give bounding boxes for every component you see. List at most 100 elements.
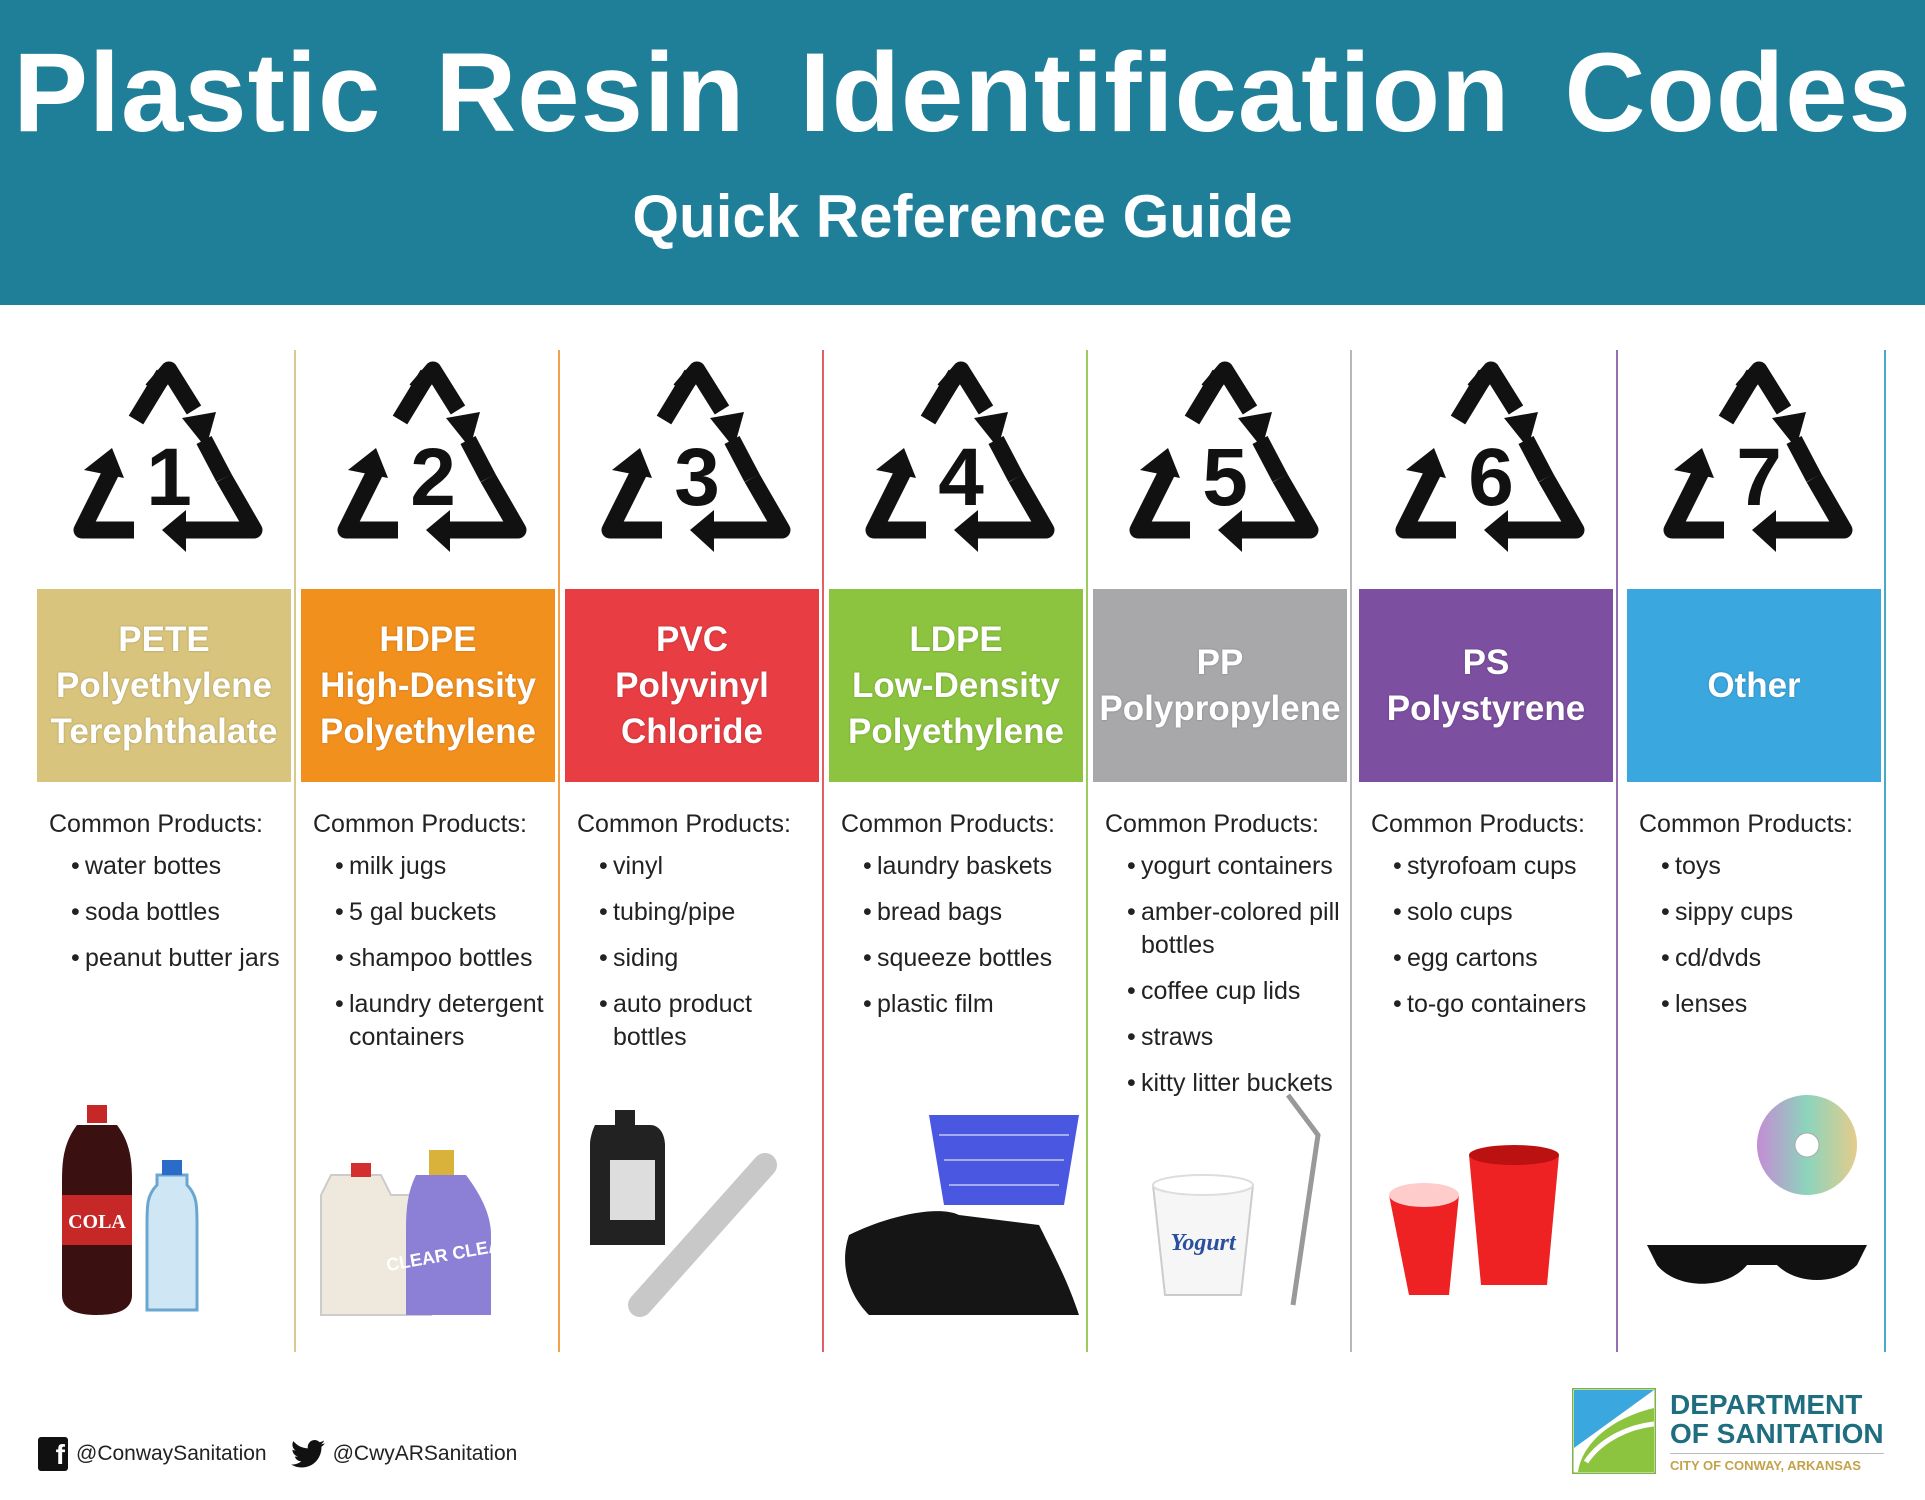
yogurt-label: Yogurt (1170, 1230, 1237, 1256)
product-item: laundry baskets (863, 850, 1088, 883)
product-item: straws (1127, 1021, 1352, 1054)
product-list: laundry baskets bread bags squeeze bottles… (863, 850, 1088, 1034)
facebook-icon[interactable]: f (38, 1437, 68, 1471)
product-item: shampoo bottles (335, 942, 560, 975)
resin-name-line: Polyethylene (848, 711, 1064, 751)
facebook-handle[interactable]: @ConwaySanitation (76, 1442, 267, 1465)
recycle-triangle-icon: 5 (1129, 361, 1319, 552)
product-item: soda bottles (71, 896, 296, 929)
sanitation-logo-mark (1572, 1388, 1656, 1474)
common-products-label: Common Products: (313, 810, 527, 838)
resin-abbreviation: PP (1196, 642, 1244, 682)
product-list: styrofoam cupssolo cupsegg cartonsto-go … (1393, 850, 1618, 1034)
cola-bottle-image: COLA (62, 1105, 199, 1315)
recycle-triangle-icon: 6 (1395, 361, 1585, 552)
product-item: kitty litter buckets (1127, 1067, 1352, 1100)
product-list: water bottes soda bottles peanut butter ja… (71, 850, 296, 988)
common-products-label: Common Products: (1105, 810, 1319, 838)
product-item: toys (1661, 850, 1886, 883)
product-item: laundry detergent containers (335, 988, 560, 1054)
resin-name-line: Polyethylene (320, 711, 536, 751)
product-item: peanut butter jars (71, 942, 296, 975)
recycle-triangle-icon: 4 (865, 361, 1055, 552)
product-item: bread bags (863, 896, 1088, 929)
common-products-label: Common Products: (841, 810, 1055, 838)
product-item: egg cartons (1393, 942, 1618, 975)
resin-column-5: 5 PP Polypropylene Common Products: yogur… (1093, 350, 1357, 1350)
resin-code-number: 2 (410, 432, 456, 523)
resin-code-number: 5 (1202, 432, 1248, 523)
product-item: milk jugs (335, 850, 560, 883)
common-products-label: Common Products: (577, 810, 791, 838)
twitter-icon[interactable] (290, 1439, 325, 1469)
org-name-line2: OF SANITATION (1670, 1417, 1884, 1449)
product-list: vinyltubing/pipesidingauto product bottl… (599, 850, 824, 1067)
recycle-triangle-icon: 1 (73, 361, 263, 552)
product-item: yogurt containers (1127, 850, 1352, 883)
product-item: vinyl (599, 850, 824, 883)
resin-name-line: High-Density (320, 665, 536, 705)
org-city: CITY OF CONWAY, ARKANSAS (1670, 1452, 1884, 1473)
product-item: lenses (1661, 988, 1886, 1021)
jug-detergent-image: CLEAR CLEAN (320, 1150, 515, 1316)
org-name-line1: DEPARTMENT (1670, 1388, 1863, 1420)
resin-name-line: Terephthalate (50, 711, 278, 751)
resin-abbreviation: PVC (656, 619, 728, 659)
product-item: sippy cups (1661, 896, 1886, 929)
resin-name-line: Polyethylene (56, 665, 272, 705)
product-list: toyssippy cupscd/dvdslenses (1661, 850, 1886, 1034)
product-item: to-go containers (1393, 988, 1618, 1021)
common-products-label: Common Products: (49, 810, 263, 838)
resin-column-7: 7 Other Common Products: toyssippy cupsc… (1627, 350, 1891, 1350)
resin-type-band: PP Polypropylene (1093, 589, 1347, 782)
resin-code-number: 3 (674, 432, 720, 523)
product-item: solo cups (1393, 896, 1618, 929)
page-subtitle: Quick Reference Guide (632, 183, 1293, 250)
resin-name-line: Polyvinyl (615, 665, 769, 705)
recycle-triangle-icon: 7 (1663, 361, 1853, 552)
yogurt-straw-image: Yogurt (1151, 1093, 1321, 1306)
social-links: f @ConwaySanitation @CwyARSanitation (38, 1437, 517, 1471)
common-products-label: Common Products: (1639, 810, 1853, 838)
product-list: milk jugs 5 gal buckets shampoo bottles lau… (335, 850, 560, 1067)
cd-sunglasses-image (1647, 1095, 1867, 1284)
product-item: auto product bottles (599, 988, 824, 1054)
red-cups-image (1389, 1145, 1559, 1295)
resin-name-line: Polypropylene (1099, 688, 1341, 728)
oil-bottle-pipe-image (590, 1110, 777, 1317)
resin-abbreviation: PS (1462, 642, 1510, 682)
product-item: amber-colored pill bottles (1127, 896, 1352, 962)
product-item: squeeze bottles (863, 942, 1088, 975)
resin-abbreviation: Other (1707, 665, 1801, 705)
twitter-handle[interactable]: @CwyARSanitation (332, 1442, 518, 1465)
product-list: yogurt containers amber-colored pill bott… (1127, 850, 1352, 1113)
resin-abbreviation: HDPE (379, 619, 477, 659)
resin-abbreviation: LDPE (909, 619, 1003, 659)
product-item: plastic film (863, 988, 1088, 1021)
header-banner: Plastic Resin Identification Codes Quick… (0, 0, 1925, 305)
product-item: water bottes (71, 850, 296, 883)
page-title: Plastic Resin Identification Codes (13, 30, 1912, 155)
resin-code-number: 1 (146, 432, 192, 523)
basket-bag-image (845, 1115, 1079, 1315)
cola-label: COLA (68, 1211, 126, 1233)
common-products-label: Common Products: (1371, 810, 1585, 838)
resin-abbreviation: PETE (118, 619, 210, 659)
product-item: siding (599, 942, 824, 975)
product-item: 5 gal buckets (335, 896, 560, 929)
resin-name-line: Low-Density (851, 665, 1061, 705)
resin-code-number: 4 (938, 432, 984, 523)
recycle-triangle-icon: 3 (601, 361, 791, 552)
resin-name-line: Chloride (621, 711, 763, 751)
department-logo: DEPARTMENT OF SANITATION CITY OF CONWAY,… (1572, 1388, 1884, 1474)
